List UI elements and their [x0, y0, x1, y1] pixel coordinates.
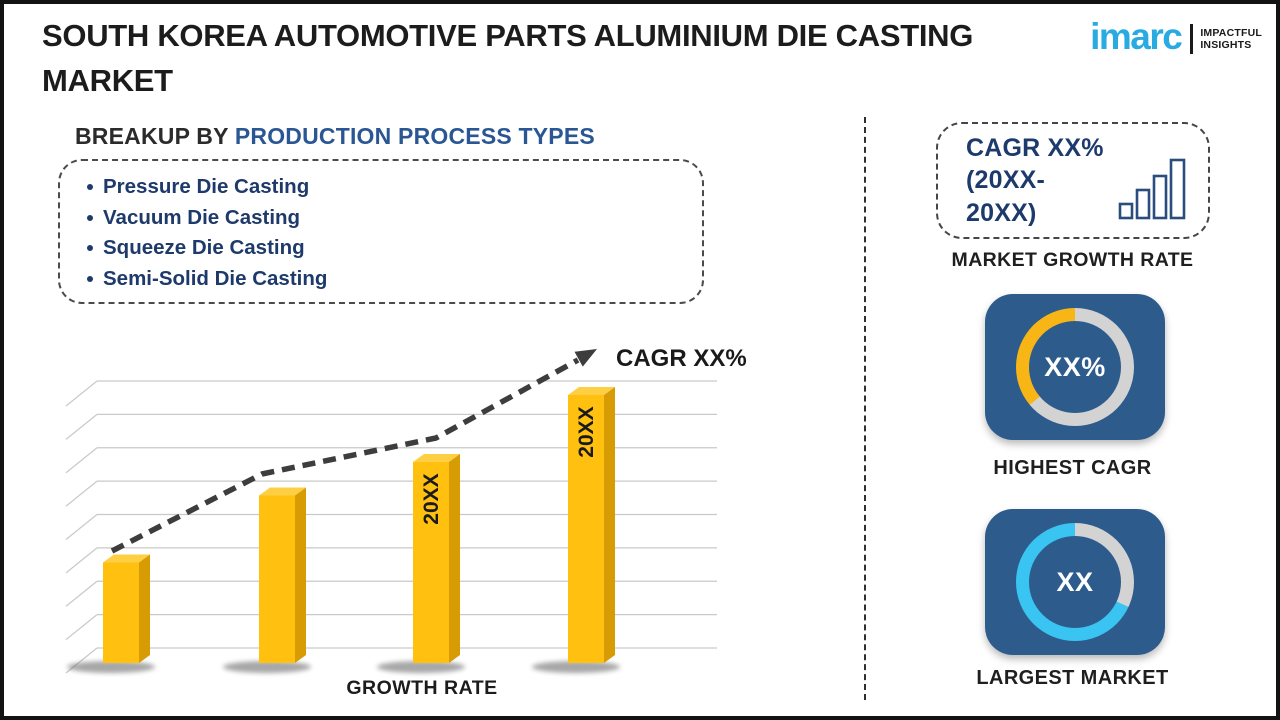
logo-tagline: IMPACTFUL INSIGHTS [1200, 27, 1262, 52]
breakup-heading-highlight: PRODUCTION PROCESS TYPES [234, 123, 595, 149]
largest-market-caption: LARGEST MARKET [976, 667, 1169, 689]
logo-tagline-line2: INSIGHTS [1200, 39, 1252, 51]
bar-top-face [568, 387, 615, 395]
gridline-depth-tick [65, 614, 98, 641]
list-item-label: Semi-Solid Die Casting [103, 266, 328, 290]
bar [259, 495, 295, 663]
gridline-depth-tick [65, 514, 98, 540]
imarc-logo: imarc IMPACTFUL INSIGHTS [1090, 16, 1262, 58]
list-item: Vacuum Die Casting [87, 203, 702, 234]
highest-cagr-caption: HIGHEST CAGR [993, 457, 1152, 479]
bar-year-label: 20XX [575, 406, 598, 457]
cagr-period-line: (20XX-20XX) [966, 166, 1046, 227]
breakup-list: Pressure Die Casting Vacuum Die Casting … [87, 172, 702, 294]
page-title-line1: SOUTH KOREA AUTOMOTIVE PARTS ALUMINIUM D… [42, 18, 974, 53]
chart-gridlines [65, 380, 717, 674]
bar-shadow [223, 661, 311, 673]
trend-cagr-label: CAGR XX% [616, 345, 747, 372]
x-axis-label: GROWTH RATE [346, 677, 497, 699]
bar [568, 395, 604, 663]
bullet-icon [87, 184, 93, 191]
gridline-depth-tick [65, 547, 98, 574]
cagr-summary-text: CAGR XX% (20XX-20XX) [966, 132, 1106, 230]
bar-top-face [413, 454, 460, 462]
bar-top-face [259, 487, 306, 496]
bar-side-face [604, 387, 615, 663]
page-title: SOUTH KOREA AUTOMOTIVE PARTS ALUMINIUM D… [42, 14, 1102, 103]
list-item: Squeeze Die Casting [87, 233, 702, 264]
trend-dashed-line [110, 357, 580, 554]
bar-side-face [449, 454, 460, 663]
gridline-depth-tick [65, 413, 98, 440]
gridline-depth-tick [65, 480, 98, 507]
bar [413, 462, 449, 663]
bar-top-face [103, 554, 150, 563]
gridline-depth-tick [65, 580, 98, 607]
donut-hole: XX [1029, 536, 1121, 628]
market-growth-rate-caption: MARKET GROWTH RATE [951, 249, 1194, 271]
list-item-label: Pressure Die Casting [103, 175, 310, 198]
list-item-label: Squeeze Die Casting [103, 236, 305, 259]
highest-cagr-donut-chart: XX% [1016, 308, 1134, 426]
page-title-line2: MARKET [42, 62, 173, 98]
chart-bars: 20XX 20XX [67, 387, 620, 673]
largest-market-tile: XX [985, 509, 1165, 655]
largest-market-donut-chart: XX [1016, 523, 1134, 641]
breakup-heading: BREAKUP BY PRODUCTION PROCESS TYPES [75, 123, 595, 150]
cagr-value-line: CAGR XX% [966, 133, 1104, 162]
breakup-heading-prefix: BREAKUP BY [75, 123, 235, 149]
list-item: Semi-Solid Die Casting [87, 264, 702, 295]
bar-shadow [377, 661, 465, 673]
bar-shadow [532, 661, 620, 673]
list-item-label: Vacuum Die Casting [103, 205, 301, 229]
gridline-depth-tick [65, 447, 98, 474]
bullet-icon [87, 214, 93, 221]
donut-value: XX% [1044, 351, 1106, 382]
donut-value: XX [1056, 566, 1094, 597]
breakup-list-box: Pressure Die Casting Vacuum Die Casting … [58, 159, 704, 304]
logo-tagline-line1: IMPACTFUL [1200, 26, 1262, 39]
donut-hole: XX% [1029, 321, 1121, 413]
cagr-summary-box: CAGR XX% (20XX-20XX) [936, 122, 1210, 239]
bar-chart-icon [1118, 158, 1186, 219]
bar-side-face [295, 487, 306, 663]
gridline-depth-tick [65, 380, 98, 407]
logo-divider-bar [1190, 24, 1194, 54]
growth-bar-chart: 20XX 20XX CAGR XX% GROWTH RATE [65, 345, 747, 699]
bar-year-label: 20XX [420, 473, 443, 524]
bar-side-face [139, 554, 150, 663]
highest-cagr-tile: XX% [985, 294, 1165, 440]
section-divider-dashed [864, 117, 866, 700]
bullet-icon [87, 275, 93, 282]
imarc-logo-wordmark: imarc [1090, 16, 1183, 58]
bar [103, 562, 139, 663]
trend-arrowhead-icon [574, 349, 597, 367]
bar-shadow [67, 661, 155, 673]
bullet-icon [87, 245, 93, 252]
list-item: Pressure Die Casting [87, 172, 702, 203]
